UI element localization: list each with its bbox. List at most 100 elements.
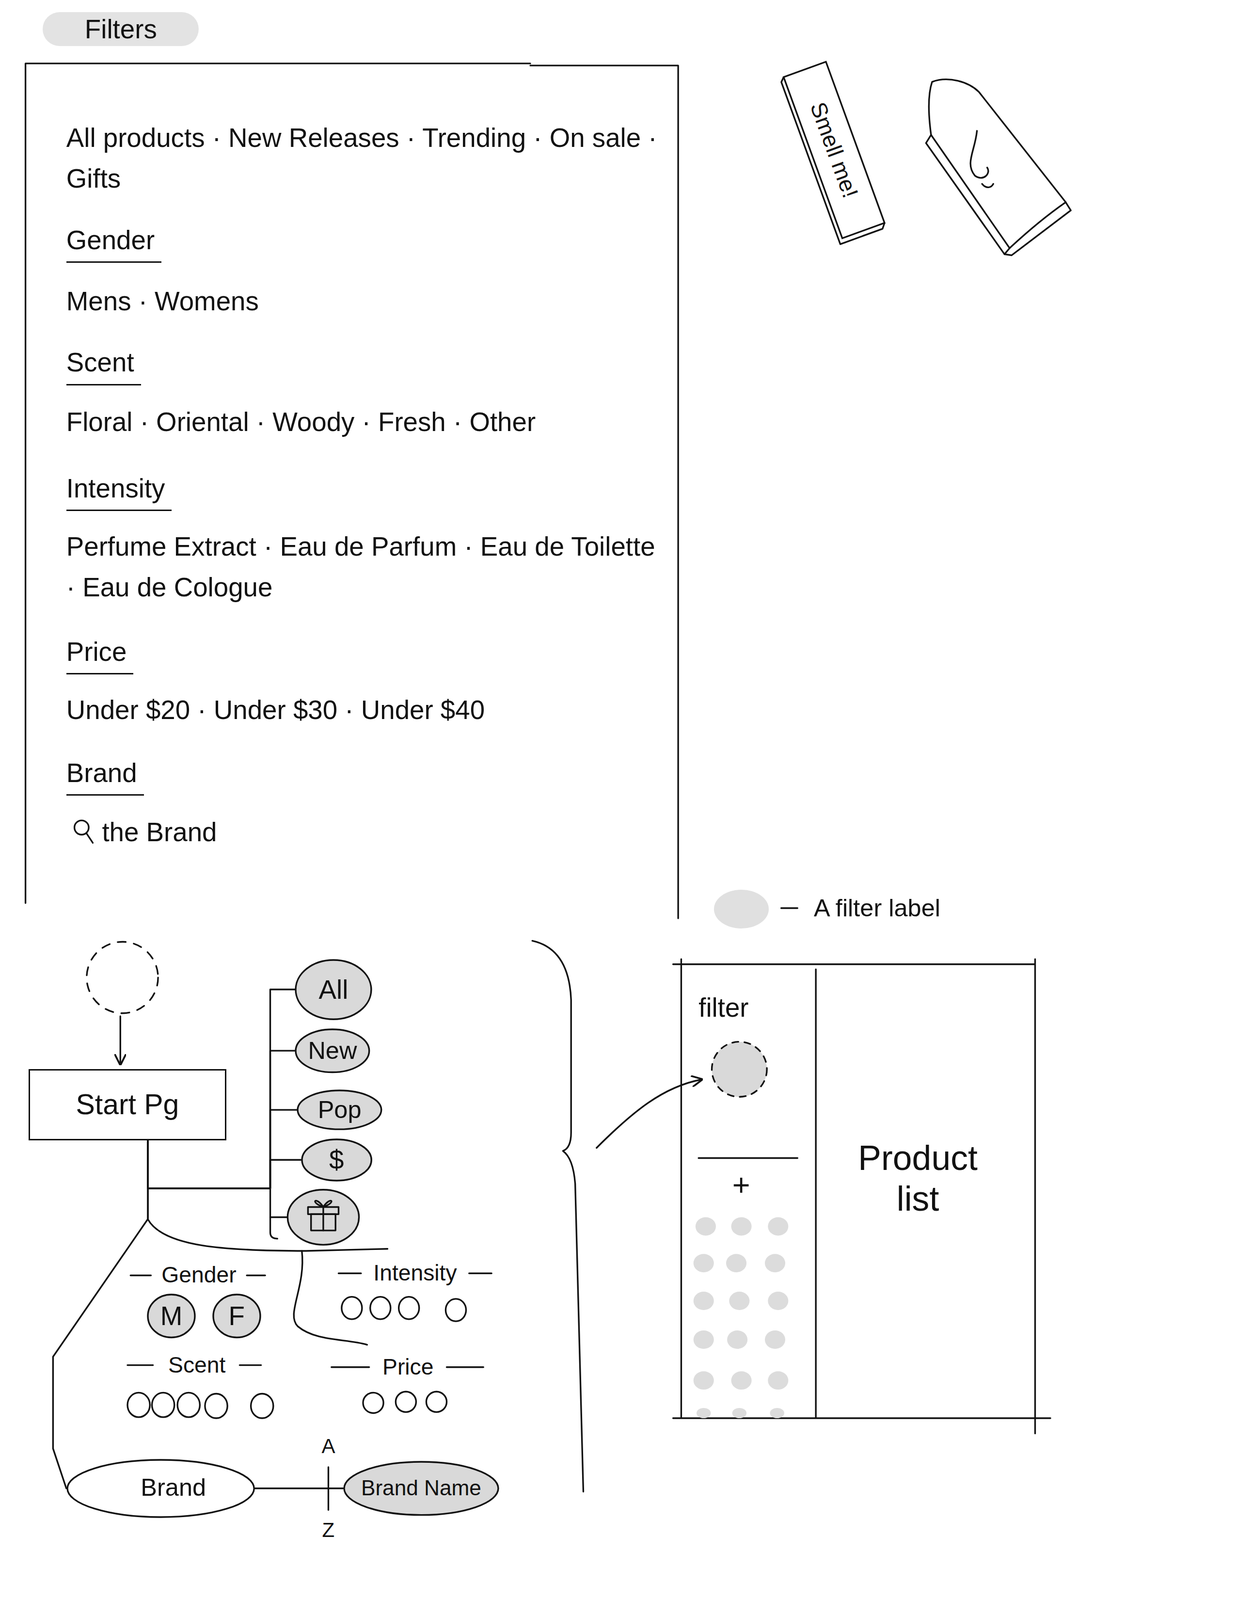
group-heading: Gender	[161, 1261, 237, 1288]
option-circle	[370, 1296, 391, 1319]
node-label: M	[160, 1300, 183, 1331]
pill-outline	[301, 1139, 372, 1181]
page-frame	[673, 958, 1051, 1433]
filter-dot	[731, 1370, 752, 1390]
heading-dash	[331, 1365, 370, 1368]
filter-pill: $	[301, 1138, 373, 1182]
node-label: +	[732, 1169, 751, 1201]
alphabet-letter: Z	[321, 1518, 335, 1542]
line-art	[25, 63, 1072, 1510]
nose-sketch	[970, 130, 994, 188]
filter-dots	[693, 1217, 789, 1418]
filter-dot	[727, 1330, 748, 1349]
search-icon	[74, 820, 89, 835]
pill-outline	[147, 1294, 195, 1338]
pill-outline	[295, 959, 372, 1019]
heading-dash	[446, 1365, 484, 1368]
legend-dash	[781, 906, 798, 909]
search-icon	[86, 833, 94, 843]
node-label: Product list	[841, 1137, 995, 1219]
bracket-tick	[270, 1216, 288, 1218]
brace-arrow	[596, 1078, 702, 1148]
filter-dot	[696, 1407, 711, 1418]
node-label: Floral · Oriental · Woody · Fresh · Othe…	[66, 401, 536, 443]
pill-outline	[344, 1461, 499, 1515]
flow-arrow	[119, 1015, 122, 1064]
node-label: Mens · Womens	[66, 280, 259, 322]
filter-dot	[731, 1217, 752, 1236]
filter-dot	[726, 1253, 747, 1272]
filter-dot	[695, 1217, 716, 1236]
filter-pill: Pop	[296, 1089, 383, 1130]
node-label: Pop	[317, 1095, 362, 1124]
option-circle	[363, 1392, 384, 1413]
pill-outline	[213, 1294, 261, 1338]
scent-card	[928, 79, 1066, 249]
filter-list-panel: All products · New Releases · Trending ·…	[25, 63, 679, 910]
filter-pill: New	[294, 1028, 371, 1074]
heading-dash	[246, 1274, 266, 1276]
option-circle	[398, 1296, 420, 1319]
legend-swatch	[713, 889, 770, 929]
scent-card-edge	[925, 134, 1010, 254]
node-label: Filters	[84, 14, 158, 44]
section-heading: Price	[66, 631, 134, 675]
alphabet-letter: A	[321, 1434, 335, 1458]
node-label: Perfume Extract · Eau de Parfum · Eau de…	[66, 525, 658, 608]
dashed-circle	[86, 941, 159, 1013]
option-circle	[341, 1296, 363, 1319]
pill-outline	[67, 1459, 254, 1517]
section-heading: Gender	[66, 219, 162, 263]
filter-dot	[732, 1407, 747, 1418]
heading-dash	[130, 1274, 151, 1276]
node-label: All	[318, 974, 349, 1004]
gift-pill	[287, 1189, 359, 1245]
brand-name-pill: Brand Name	[343, 1460, 500, 1516]
filter-dot	[693, 1330, 714, 1349]
start-page-box: Start Pg	[28, 1068, 227, 1141]
node-label: $	[329, 1144, 344, 1174]
option-circle	[395, 1391, 416, 1412]
option-circle	[205, 1393, 228, 1418]
filter-pill: All	[294, 958, 373, 1020]
heading-dash	[338, 1272, 362, 1274]
connector-line	[147, 1140, 302, 1189]
branch-line	[293, 1250, 367, 1345]
gender-pill: M	[146, 1293, 196, 1339]
group-heading: Price	[382, 1353, 434, 1380]
option-circle	[251, 1393, 274, 1418]
filter-label-slot	[712, 1041, 768, 1097]
gender-pill: F	[212, 1293, 262, 1339]
branch-line	[147, 1188, 388, 1251]
option-circle	[177, 1392, 200, 1417]
option-circle	[151, 1392, 175, 1417]
node-label: All products · New Releases · Trending ·…	[66, 117, 658, 199]
filter-dot	[767, 1291, 789, 1310]
connector-line	[254, 1487, 344, 1489]
divider-line	[698, 1156, 798, 1159]
heading-dash	[127, 1363, 154, 1366]
heading-dash	[469, 1272, 492, 1274]
connector-line	[52, 1140, 148, 1489]
node-label: Start Pg	[76, 1088, 180, 1121]
filter-dot	[693, 1291, 714, 1310]
section-heading: Scent	[66, 341, 142, 385]
gift-icon	[315, 1200, 332, 1207]
scent-strip: Smell me!	[782, 60, 886, 240]
section-heading: Brand	[66, 752, 144, 796]
node-label: F	[228, 1300, 245, 1331]
filter-dot	[769, 1407, 784, 1418]
pill-outline	[295, 1029, 370, 1073]
filter-dot	[767, 1370, 789, 1390]
node-label: filter	[698, 992, 749, 1023]
curly-brace	[532, 940, 584, 1491]
legend-text: A filter label	[813, 893, 941, 922]
node-label: Brand	[140, 1473, 206, 1502]
product-list-area: Product list	[815, 963, 1035, 1418]
option-circle	[445, 1298, 466, 1321]
strip-edge	[779, 61, 887, 244]
strip-outline	[783, 61, 885, 238]
group-heading: Scent	[168, 1351, 226, 1378]
filter-dot	[693, 1370, 714, 1390]
